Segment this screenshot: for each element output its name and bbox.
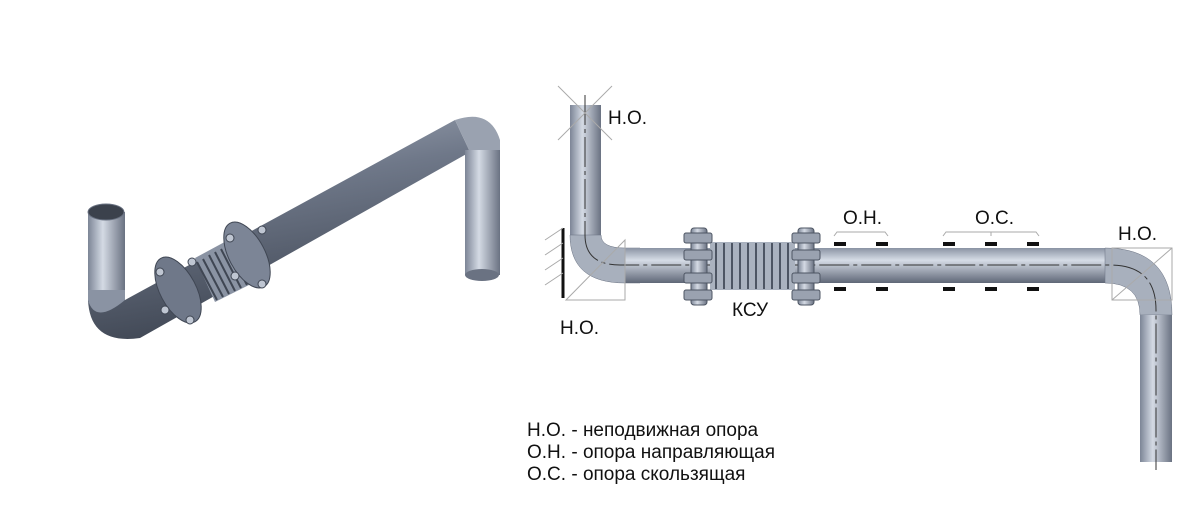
wall-hatching bbox=[544, 227, 564, 286]
bolt-heads bbox=[155, 225, 267, 325]
isometric-flange-left bbox=[154, 256, 202, 324]
label-fixed-support-top: Н.О. bbox=[608, 108, 648, 129]
legend-item: О.Н. - опора направляющая bbox=[527, 442, 776, 463]
label-compensator: КСУ bbox=[732, 300, 769, 321]
support-brackets bbox=[557, 85, 1173, 301]
bellows-compensator bbox=[710, 242, 795, 290]
flange-right bbox=[791, 227, 821, 306]
center-line bbox=[584, 95, 1157, 470]
flange-left bbox=[683, 227, 713, 306]
bellows-ribs bbox=[715, 243, 789, 289]
legend: Н.О. - неподвижная опора О.Н. - опора на… bbox=[527, 420, 775, 486]
label-sliding-supports: О.С. bbox=[975, 208, 1015, 229]
elevation-pipe bbox=[544, 85, 1173, 470]
legend-item: О.С. - опора скользящая bbox=[527, 464, 746, 485]
legend-item: Н.О. - неподвижная опора bbox=[527, 420, 759, 441]
label-fixed-support-left: Н.О. bbox=[560, 318, 600, 339]
supports bbox=[834, 242, 1039, 291]
label-fixed-support-right: Н.О. bbox=[1118, 224, 1158, 245]
label-guide-supports: О.Н. bbox=[843, 208, 883, 229]
isometric-pipe bbox=[87, 116, 500, 339]
